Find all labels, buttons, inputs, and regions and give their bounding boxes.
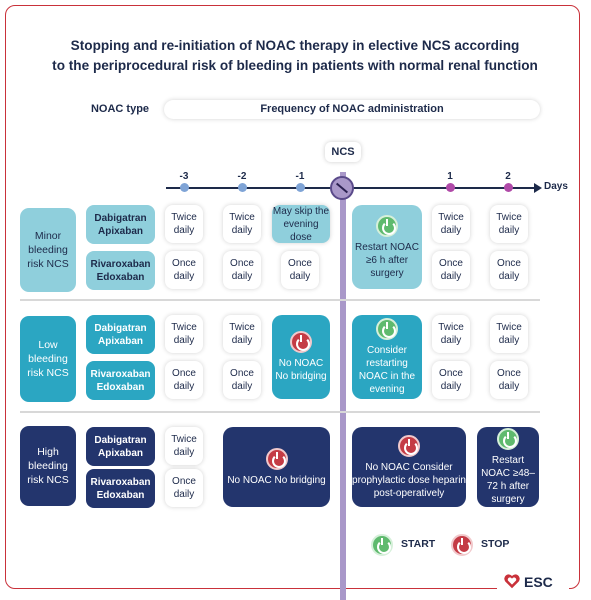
drug-dabigatran-apixaban: Dabigatran Apixaban: [86, 315, 155, 354]
power-start-icon: [376, 214, 398, 237]
drug-dabigatran-apixaban: Dabigatran Apixaban: [86, 427, 155, 466]
timeline-dot: [180, 183, 189, 192]
power-start-icon: [497, 428, 519, 450]
power-stop-icon: [265, 447, 288, 470]
timeline-dot: [296, 183, 305, 192]
legend-stop: STOP: [481, 538, 510, 550]
freq-cell: Twice daily: [223, 205, 261, 243]
header-noac-type: NOAC type: [90, 103, 150, 115]
freq-cell: Once daily: [490, 361, 528, 399]
freq-cell: Once daily: [490, 251, 528, 289]
freq-cell: Once daily: [165, 469, 203, 507]
timeline-arrow-icon: [534, 183, 542, 193]
clock-icon: [330, 176, 354, 200]
restart-box-high: Restart NOAC ≥48–72 h after surgery: [477, 427, 539, 507]
figure-title: Stopping and re-initiation of NOAC thera…: [52, 38, 538, 73]
tick-minus-2: -2: [237, 171, 247, 182]
timeline-dot: [446, 183, 455, 192]
legend-start: START: [401, 538, 436, 550]
tick-plus-1: 1: [447, 171, 453, 182]
freq-cell: May skip the evening dose: [272, 205, 330, 243]
timeline-unit: Days: [544, 181, 568, 192]
freq-cell: Twice daily: [165, 315, 203, 353]
no-noac-box-low: No NOAC No bridging: [272, 315, 330, 399]
tick-minus-3: -3: [179, 171, 189, 182]
power-stop-icon: [290, 331, 312, 353]
freq-cell: Once daily: [432, 361, 470, 399]
freq-cell: Twice daily: [490, 315, 528, 353]
freq-cell: Twice daily: [490, 205, 528, 243]
esc-logo-text: ESC: [524, 574, 553, 590]
drug-rivaroxaban-edoxaban: Rivaroxaban Edoxaban: [86, 251, 155, 290]
freq-cell: Twice daily: [223, 315, 261, 353]
row-label-high: High bleeding risk NCS: [20, 426, 76, 506]
power-stop-icon: [451, 534, 473, 556]
restart-box-minor: Restart NOAC ≥6 h after surgery: [352, 205, 422, 289]
row-label-low: Low bleeding risk NCS: [20, 316, 76, 402]
figure-frame: [5, 5, 580, 589]
tick-minus-1: -1: [295, 171, 305, 182]
power-stop-icon: [398, 434, 420, 457]
freq-cell: Once daily: [165, 251, 203, 289]
header-frequency: Frequency of NOAC administration: [164, 100, 540, 119]
freq-cell: Once daily: [165, 361, 203, 399]
row-separator: [20, 299, 540, 301]
freq-cell: Twice daily: [165, 205, 203, 243]
row-separator: [20, 411, 540, 413]
tick-plus-2: 2: [505, 171, 511, 182]
freq-cell: Once daily: [281, 251, 319, 289]
freq-cell: Twice daily: [432, 205, 470, 243]
no-noac-box-high: No NOAC No bridging: [223, 427, 330, 507]
ncs-label: NCS: [325, 142, 361, 162]
restart-box-low: Consider restarting NOAC in the evening: [352, 315, 422, 399]
row-label-minor: Minor bleeding risk NCS: [20, 208, 76, 292]
ncs-line: [340, 172, 346, 600]
power-start-icon: [376, 318, 398, 340]
drug-rivaroxaban-edoxaban: Rivaroxaban Edoxaban: [86, 469, 155, 508]
freq-cell: Once daily: [223, 361, 261, 399]
drug-rivaroxaban-edoxaban: Rivaroxaban Edoxaban: [86, 361, 155, 400]
no-noac-box-post: No NOAC Consider prophylactic dose hepar…: [352, 427, 466, 507]
freq-cell: Twice daily: [165, 427, 203, 465]
drug-dabigatran-apixaban: Dabigatran Apixaban: [86, 205, 155, 244]
power-start-icon: [371, 534, 393, 556]
freq-cell: Once daily: [223, 251, 261, 289]
freq-cell: Once daily: [432, 251, 470, 289]
timeline-dot: [504, 183, 513, 192]
heart-logo-icon: [504, 574, 520, 589]
timeline-dot: [238, 183, 247, 192]
freq-cell: Twice daily: [432, 315, 470, 353]
